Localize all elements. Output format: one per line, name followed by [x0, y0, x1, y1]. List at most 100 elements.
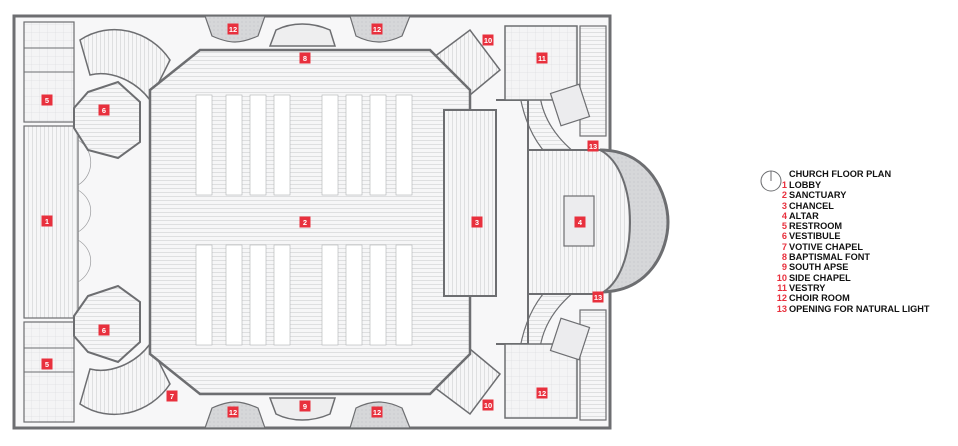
- room-label-box: [299, 216, 311, 228]
- legend-label: SOUTH APSE: [789, 262, 849, 273]
- room-label-box: [482, 34, 494, 46]
- room-label-box: [592, 291, 604, 303]
- room-label-4: 4: [574, 216, 586, 228]
- room-label-12: 12: [227, 406, 239, 418]
- room-label-number: 2: [303, 218, 307, 227]
- room-label-box: [227, 406, 239, 418]
- room-label-5: 5: [41, 94, 53, 106]
- legend-label: BAPTISMAL FONT: [789, 252, 870, 263]
- room-label-2: 2: [299, 216, 311, 228]
- room-label-number: 9: [303, 402, 307, 411]
- vestibules: [73, 80, 141, 364]
- legend-label: RESTROOM: [789, 221, 843, 232]
- north-arrow-icon: [760, 170, 782, 192]
- room-label-box: [41, 358, 53, 370]
- room-label-box: [536, 52, 548, 64]
- room-label-6: 6: [98, 104, 110, 116]
- room-label-number: 12: [538, 389, 546, 398]
- legend-label: SANCTUARY: [789, 190, 847, 201]
- room-label-box: [299, 400, 311, 412]
- room-label-12: 12: [371, 406, 383, 418]
- room-label-10: 10: [482, 34, 494, 46]
- right-rooms: [504, 25, 607, 421]
- room-label-11: 11: [536, 52, 548, 64]
- room-label-number: 4: [578, 218, 583, 227]
- room-label-13: 13: [587, 140, 599, 152]
- room-label-7: 7: [166, 390, 178, 402]
- room-label-box: [371, 23, 383, 35]
- legend-label: CHANCEL: [789, 200, 834, 211]
- legend-number: 8: [781, 252, 787, 263]
- legend-label: SIDE CHAPEL: [789, 272, 851, 283]
- room-label-number: 12: [373, 25, 381, 34]
- room-label-10: 10: [482, 399, 494, 411]
- lobby-area: [23, 125, 92, 319]
- legend-number: 5: [781, 221, 787, 232]
- room-label-number: 5: [45, 96, 49, 105]
- room-label-number: 10: [484, 401, 492, 410]
- room-label-box: [587, 140, 599, 152]
- room-label-12: 12: [371, 23, 383, 35]
- room-label-9: 9: [299, 400, 311, 412]
- legend-number: 2: [781, 190, 787, 201]
- legend-title: CHURCH FLOOR PLAN: [789, 169, 892, 179]
- room-label-number: 12: [229, 408, 237, 417]
- legend-label: LOBBY: [789, 180, 822, 190]
- room-label-number: 11: [538, 54, 546, 63]
- legend-number: 4: [781, 210, 787, 221]
- legend-label: OPENING FOR NATURAL LIGHT: [789, 303, 930, 314]
- legend-label: CHOIR ROOM: [789, 293, 850, 304]
- room-label-box: [299, 52, 311, 64]
- room-label-13: 13: [592, 291, 604, 303]
- room-label-box: [41, 94, 53, 106]
- room-label-box: [574, 216, 586, 228]
- legend-number: 13: [776, 303, 787, 314]
- room-label-number: 13: [589, 142, 597, 151]
- room-label-3: 3: [471, 216, 483, 228]
- room-label-box: [98, 104, 110, 116]
- room-label-number: 1: [45, 217, 49, 226]
- room-label-number: 7: [170, 392, 174, 401]
- legend-label: ALTAR: [789, 210, 819, 221]
- room-label-number: 6: [102, 326, 106, 335]
- room-label-1: 1: [41, 215, 53, 227]
- room-label-box: [371, 406, 383, 418]
- room-label-number: 5: [45, 360, 49, 369]
- room-label-box: [482, 399, 494, 411]
- room-label-box: [166, 390, 178, 402]
- legend-number: 9: [781, 262, 787, 273]
- legend-number: 1: [781, 180, 787, 190]
- room-label-box: [227, 23, 239, 35]
- room-label-number: 12: [229, 25, 237, 34]
- room-label-number: 10: [484, 36, 492, 45]
- legend-number: 7: [781, 241, 787, 252]
- room-label-number: 6: [102, 106, 106, 115]
- room-label-12: 12: [227, 23, 239, 35]
- legend-number: 6: [781, 231, 787, 242]
- room-label-number: 3: [475, 218, 479, 227]
- room-label-number: 12: [373, 408, 381, 417]
- room-label-12: 12: [536, 387, 548, 399]
- room-label-box: [471, 216, 483, 228]
- room-label-number: 13: [594, 293, 602, 302]
- legend-label: VESTRY: [789, 282, 826, 293]
- room-label-6: 6: [98, 324, 110, 336]
- room-label-8: 8: [299, 52, 311, 64]
- legend-label: VESTIBULE: [789, 231, 841, 242]
